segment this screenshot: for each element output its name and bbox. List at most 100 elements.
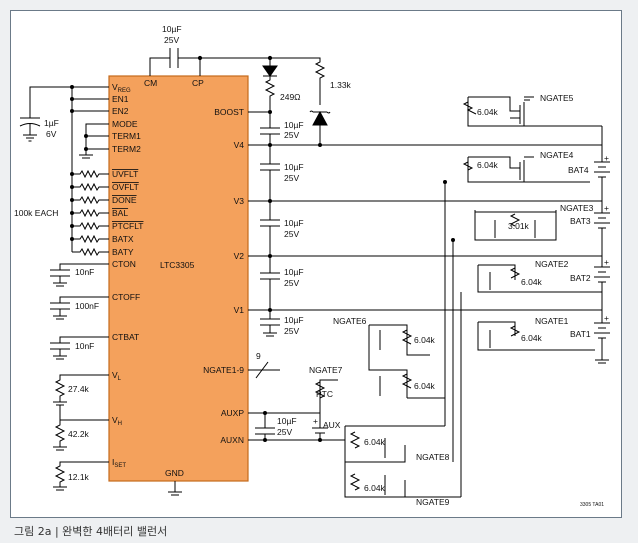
label-cap-top-voltage: 25V bbox=[164, 35, 179, 45]
pin-baty: BATY bbox=[112, 247, 134, 257]
pin-auxn: AUXN bbox=[220, 435, 244, 445]
label-ctoff-cap: 100nF bbox=[75, 301, 99, 311]
label-ngate8: NGATE8 bbox=[416, 452, 450, 462]
label-stack-cap-2-voltage: 25V bbox=[284, 173, 299, 183]
label-res-ngate8: 6.04k bbox=[364, 437, 386, 447]
label-res-ngate7: 6.04k bbox=[414, 381, 436, 391]
label-bat3: BAT3 bbox=[570, 216, 591, 226]
label-stack-cap-4-voltage: 25V bbox=[284, 278, 299, 288]
label-aux: AUX bbox=[323, 420, 341, 430]
label-r-iset: 12.1k bbox=[68, 472, 90, 482]
voltage-rails bbox=[248, 143, 602, 312]
pin-vl: VL bbox=[112, 370, 122, 382]
figure-caption: 그림 2a | 완벽한 4배터리 밸런서 bbox=[14, 525, 168, 538]
label-res-ngate5: 6.04k bbox=[477, 107, 499, 117]
pin-uvflt: UVFLT bbox=[112, 169, 138, 179]
pin-ctbat: CTBAT bbox=[112, 332, 139, 342]
label-ngate2: NGATE2 bbox=[535, 259, 569, 269]
label-bat2-plus: + bbox=[604, 257, 609, 267]
label-stack-cap-1-value: 10µF bbox=[284, 120, 304, 130]
label-r-diode: 1.33k bbox=[330, 80, 352, 90]
label-stack-cap-5-value: 10µF bbox=[284, 315, 304, 325]
pin-done: DONE bbox=[112, 195, 137, 205]
switch-bus bbox=[443, 180, 462, 497]
label-figure-code: 3305 TA01 bbox=[580, 502, 604, 508]
label-ngate5: NGATE5 bbox=[540, 93, 574, 103]
label-res-ngate9: 6.04k bbox=[364, 483, 386, 493]
label-cap-top-value: 10µF bbox=[162, 24, 182, 34]
label-stack-cap-1-voltage: 25V bbox=[284, 130, 299, 140]
pin-iset: ISET bbox=[112, 457, 126, 469]
label-stack-cap-4-value: 10µF bbox=[284, 267, 304, 277]
pin-cm: CM bbox=[144, 78, 157, 88]
ptc-switches bbox=[368, 324, 445, 399]
pin-en2: EN2 bbox=[112, 106, 129, 116]
pin-ngate: NGATE1-9 bbox=[203, 365, 244, 375]
divider-resistors bbox=[53, 374, 109, 491]
label-r-boost: 249Ω bbox=[280, 92, 301, 102]
pin-term2: TERM2 bbox=[112, 144, 141, 154]
label-bat4: BAT4 bbox=[568, 165, 589, 175]
label-bat1: BAT1 bbox=[570, 329, 591, 339]
label-r-vh: 42.2k bbox=[68, 429, 90, 439]
aux-network bbox=[248, 379, 345, 442]
label-stack-cap-2-value: 10µF bbox=[284, 162, 304, 172]
pin-ptcflt: PTCFLT bbox=[112, 221, 143, 231]
label-ngate6: NGATE6 bbox=[333, 316, 367, 326]
aux-switches bbox=[344, 425, 461, 498]
pin-v2: V2 bbox=[234, 251, 245, 261]
label-ngate3: NGATE3 bbox=[560, 203, 594, 213]
pin-ovflt: OVFLT bbox=[112, 182, 139, 192]
label-stack-cap-3-value: 10µF bbox=[284, 218, 304, 228]
label-bus-count: 9 bbox=[256, 351, 261, 361]
label-bat3-plus: + bbox=[604, 203, 609, 213]
label-ctbat-cap: 10nF bbox=[75, 341, 94, 351]
label-bat2: BAT2 bbox=[570, 273, 591, 283]
pin-vh: VH bbox=[112, 415, 122, 427]
label-pullup: 100k EACH bbox=[14, 208, 58, 218]
label-cap-vreg-voltage: 6V bbox=[46, 129, 57, 139]
label-ngate9: NGATE9 bbox=[416, 497, 450, 507]
ic-ground bbox=[168, 481, 182, 496]
pin-mode: MODE bbox=[112, 119, 138, 129]
pin-term1: TERM1 bbox=[112, 131, 141, 141]
label-res-ngate6: 6.04k bbox=[414, 335, 436, 345]
pin-vreg: VREG bbox=[112, 82, 131, 94]
mode-term-ground bbox=[79, 123, 109, 159]
cap-top bbox=[149, 48, 273, 76]
label-stack-cap-3-voltage: 25V bbox=[284, 229, 299, 239]
label-bat4-plus: + bbox=[604, 153, 609, 163]
pin-auxp: AUXP bbox=[221, 408, 244, 418]
pin-en1: EN1 bbox=[112, 94, 129, 104]
label-r-vl: 27.4k bbox=[68, 384, 90, 394]
cap-vreg bbox=[19, 86, 109, 142]
label-ngate7: NGATE7 bbox=[309, 365, 343, 375]
pin-ctoff: CTOFF bbox=[112, 292, 140, 302]
label-res-ngate1: 6.04k bbox=[521, 333, 543, 343]
pin-batx: BATX bbox=[112, 234, 134, 244]
labels: LTC3305 CM CP VREG EN1 EN2 MODE TERM1 TE… bbox=[14, 24, 609, 508]
label-cton-cap: 10nF bbox=[75, 267, 94, 277]
pin-v4: V4 bbox=[234, 140, 245, 150]
pin-v3: V3 bbox=[234, 196, 245, 206]
label-aux-cap-voltage: 25V bbox=[277, 427, 292, 437]
boost-network bbox=[248, 57, 331, 147]
label-aux-cap-value: 10µF bbox=[277, 416, 297, 426]
pin-gnd: GND bbox=[165, 468, 184, 478]
pin-cp: CP bbox=[192, 78, 204, 88]
pullup-resistors bbox=[70, 109, 109, 257]
label-res-ngate2: 6.04k bbox=[521, 277, 543, 287]
label-res-ngate3: 3.01k bbox=[508, 221, 530, 231]
label-ngate1: NGATE1 bbox=[535, 316, 569, 326]
label-bat1-plus: + bbox=[604, 313, 609, 323]
label-ngate4: NGATE4 bbox=[540, 150, 574, 160]
stack-caps bbox=[260, 120, 280, 337]
en-tie bbox=[70, 85, 109, 112]
pin-cton: CTON bbox=[112, 259, 136, 269]
label-res-ngate4: 6.04k bbox=[477, 160, 499, 170]
label-cap-vreg-value: 1µF bbox=[44, 118, 59, 128]
pin-boost: BOOST bbox=[214, 107, 244, 117]
ic-name: LTC3305 bbox=[160, 260, 195, 270]
pin-bal: BAL bbox=[112, 208, 128, 218]
